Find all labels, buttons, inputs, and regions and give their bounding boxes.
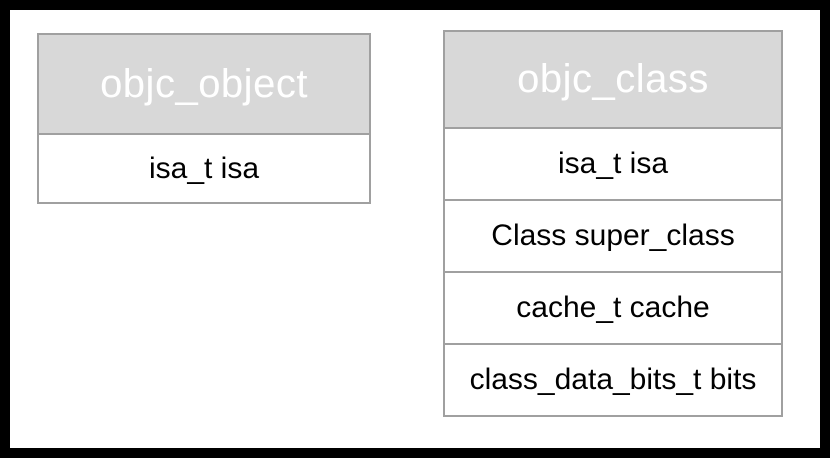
objc-class-title: objc_class: [445, 32, 781, 127]
objc-object-field-isa: isa_t isa: [39, 133, 369, 202]
objc-class-field-super-class: Class super_class: [445, 199, 781, 271]
objc-class-table: objc_class isa_t isa Class super_class c…: [443, 30, 783, 417]
objc-class-field-bits: class_data_bits_t bits: [445, 343, 781, 415]
objc-class-field-isa: isa_t isa: [445, 127, 781, 199]
objc-object-title: objc_object: [39, 35, 369, 133]
objc-object-table: objc_object isa_t isa: [37, 33, 371, 204]
objc-class-field-cache: cache_t cache: [445, 271, 781, 343]
